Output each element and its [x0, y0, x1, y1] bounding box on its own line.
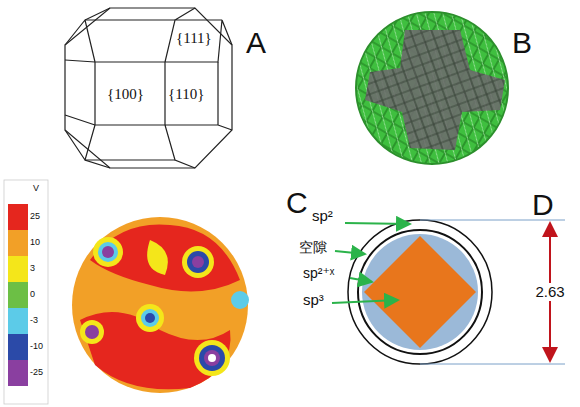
legend-value: 0 — [30, 290, 35, 300]
layer-label: 空隙 — [299, 240, 327, 255]
layer-label: sp² — [312, 208, 333, 225]
core-shell-section — [348, 220, 492, 364]
legend-value: -3 — [30, 316, 38, 326]
potential-sphere — [72, 217, 249, 393]
legend-swatch — [8, 204, 28, 230]
nanoparticle-model — [356, 12, 508, 164]
legend-swatch — [8, 230, 28, 256]
legend-swatch — [8, 282, 28, 308]
panel-letter: B — [512, 26, 532, 59]
legend-frame — [4, 180, 48, 404]
unit-label: V — [33, 184, 39, 194]
polyhedron-wireframe — [65, 8, 232, 168]
panel-letter: D — [532, 188, 554, 221]
legend-swatch — [8, 360, 28, 386]
leader-arrows — [332, 223, 410, 303]
dimension-value: 2.63 — [533, 283, 566, 302]
legend-swatch — [8, 334, 28, 360]
layer-label: sp³ — [303, 292, 324, 309]
legend-value: 10 — [30, 238, 40, 248]
legend-value: 3 — [30, 264, 35, 274]
panel-letter: A — [246, 26, 266, 59]
legend-swatch — [8, 308, 28, 334]
legend-value: 25 — [30, 212, 40, 222]
panel-letter: C — [286, 186, 308, 219]
legend-swatch — [8, 256, 28, 282]
face-label: {111} — [176, 30, 212, 47]
layer-label: sp²⁺ˣ — [303, 266, 334, 281]
legend-value: -10 — [30, 342, 43, 352]
face-label: {110} — [168, 86, 204, 103]
legend-value: -25 — [30, 368, 43, 378]
face-label: {100} — [107, 86, 144, 103]
